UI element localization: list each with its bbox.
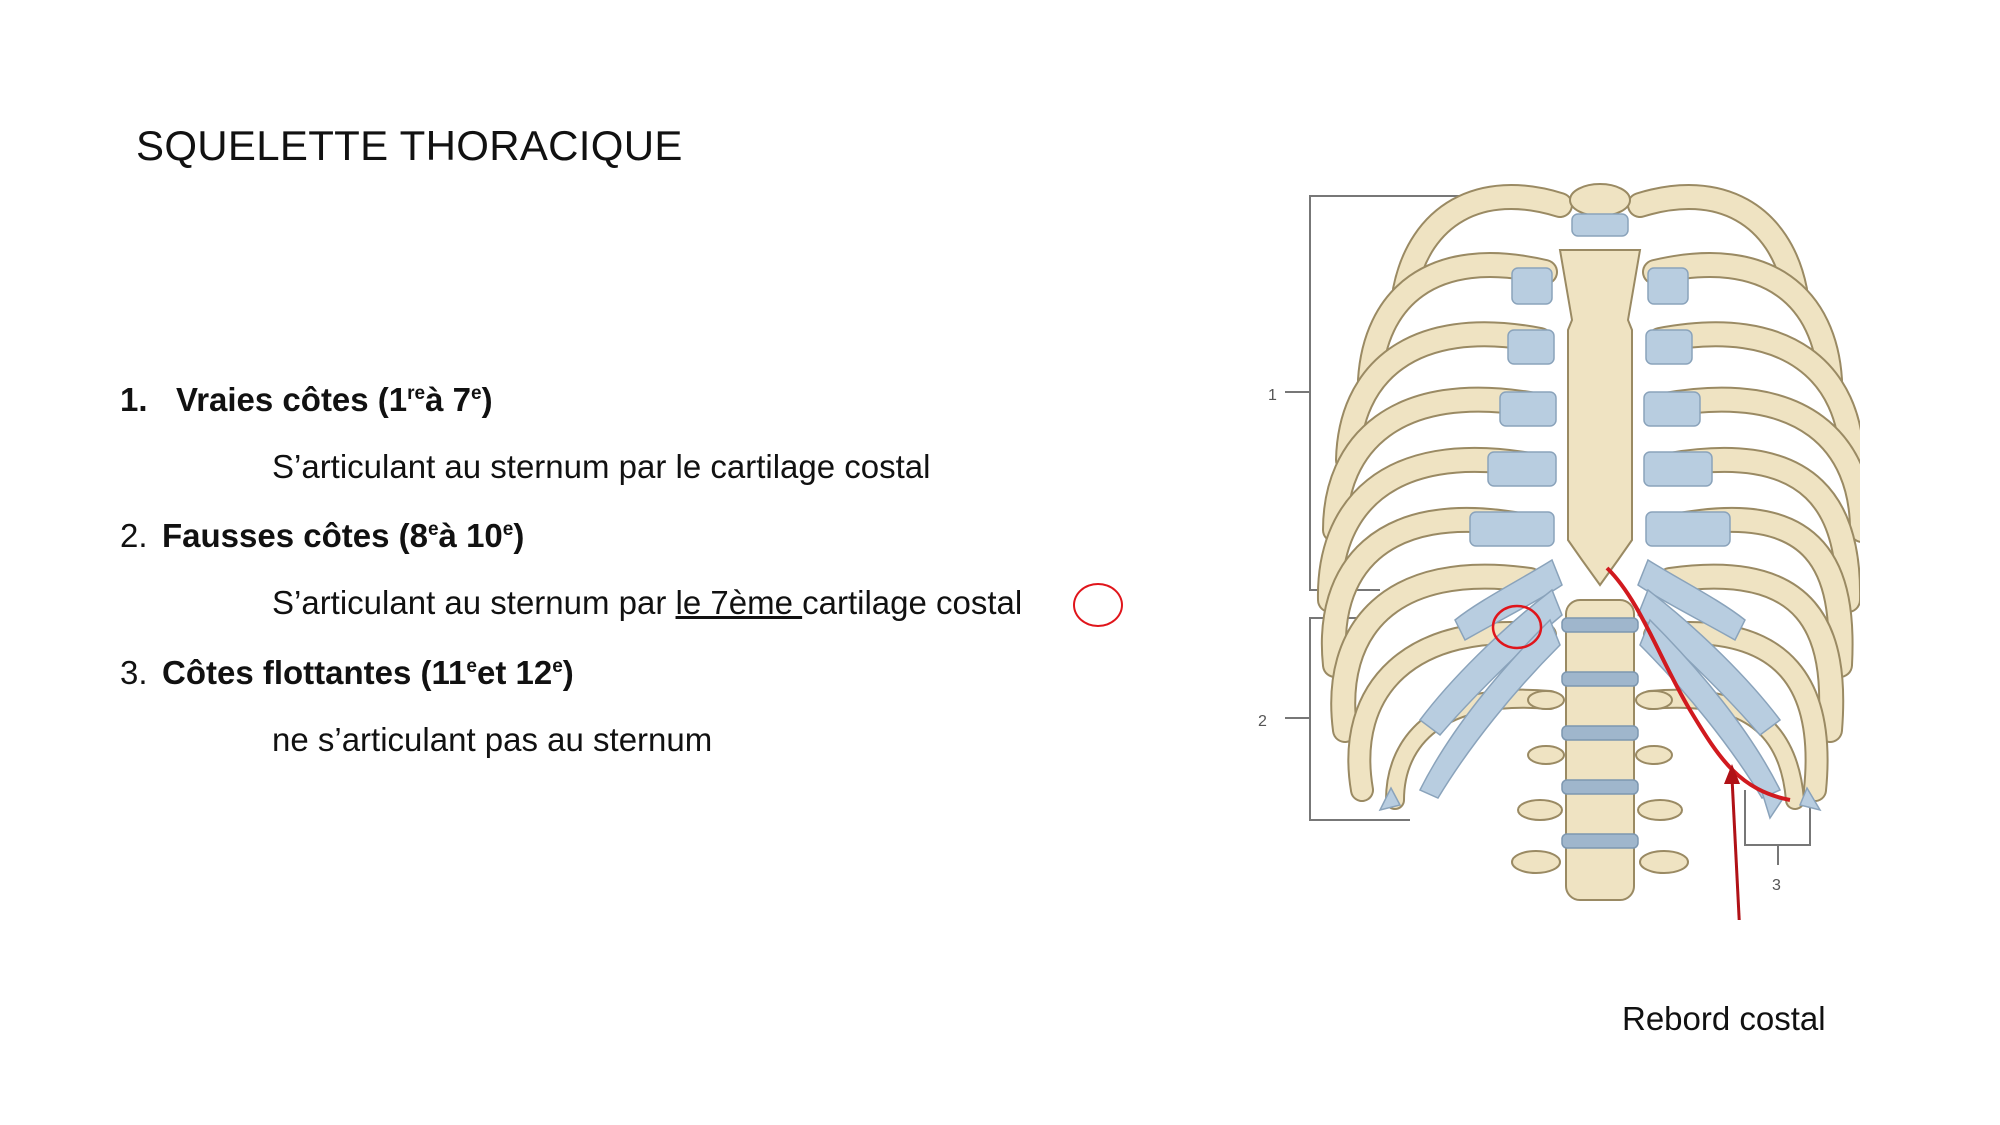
rib-cage-illustration: 1 2 3 bbox=[1258, 183, 1860, 920]
slide-title: SQUELETTE THORACIQUE bbox=[136, 122, 683, 169]
item-number: 3. bbox=[120, 654, 148, 691]
bracket-label-3: 3 bbox=[1772, 877, 1781, 894]
list-item-cotes-flottantes: 3. Côtes flottantes (11eet 12e) bbox=[120, 654, 574, 692]
item-label: Fausses côtes (8eà 10e) bbox=[162, 517, 525, 554]
red-circle-annotation-figure bbox=[1491, 604, 1543, 650]
left-ribs bbox=[1316, 184, 1573, 810]
right-ribs bbox=[1627, 184, 1860, 810]
upper-vertebra bbox=[1569, 183, 1631, 237]
item-description: S’articulant au sternum par le cartilage… bbox=[272, 448, 931, 485]
bracket-floating-ribs bbox=[1744, 790, 1811, 865]
callout-label-rebord-costal: Rebord costal bbox=[1622, 1000, 1826, 1037]
underlined-text: le 7ème bbox=[675, 584, 803, 621]
red-circle-annotation bbox=[1073, 583, 1123, 627]
bracket-false-ribs bbox=[1285, 617, 1410, 821]
list-item-vraies-cotes: 1. Vraies côtes (1reà 7e) bbox=[120, 381, 493, 419]
item-number: 1. bbox=[120, 381, 148, 418]
list-item-fausses-cotes: 2. Fausses côtes (8eà 10e) bbox=[120, 517, 524, 555]
item-description: S’articulant au sternum par le 7ème cart… bbox=[272, 584, 1023, 621]
arrow-head-icon bbox=[1724, 764, 1740, 784]
item-number: 2. bbox=[120, 517, 148, 554]
bracket-label-2: 2 bbox=[1258, 713, 1267, 730]
item-label: Vraies côtes (1reà 7e) bbox=[176, 381, 493, 418]
costal-cartilages bbox=[1378, 267, 1822, 820]
costal-margin-highlight bbox=[1605, 566, 1791, 802]
item-label: Côtes flottantes (11eet 12e) bbox=[162, 654, 574, 691]
bracket-label-1: 1 bbox=[1268, 387, 1277, 404]
sternum bbox=[1558, 249, 1642, 587]
vertebral-column bbox=[1511, 599, 1689, 901]
item-description: ne s’articulant pas au sternum bbox=[272, 721, 713, 758]
callout-arrow bbox=[1730, 777, 1741, 920]
